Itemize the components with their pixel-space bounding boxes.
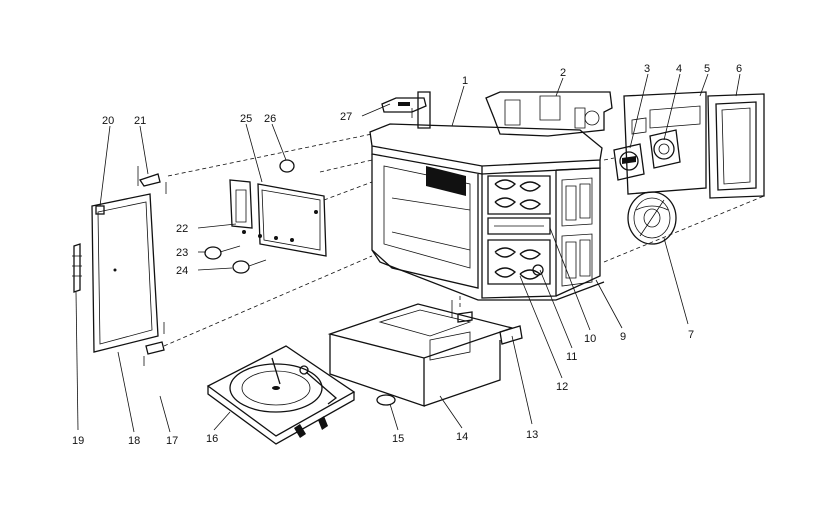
callout-14: 14 xyxy=(456,431,468,443)
callout-20: 20 xyxy=(102,115,114,127)
callout-labels: 1 2 3 4 5 6 7 9 10 11 12 13 14 15 16 17 … xyxy=(72,63,742,447)
part-main-cabinet xyxy=(369,123,605,301)
callout-26: 26 xyxy=(264,113,276,125)
callout-4: 4 xyxy=(676,63,682,75)
callout-6: 6 xyxy=(736,63,742,75)
callout-15: 15 xyxy=(392,433,404,445)
callout-27: 27 xyxy=(340,111,352,123)
part-top-bracket xyxy=(381,91,431,129)
part-small-speakers xyxy=(613,129,681,181)
part-turntable xyxy=(206,345,356,445)
part-door xyxy=(72,166,167,366)
callout-7: 7 xyxy=(688,329,694,341)
callout-21: 21 xyxy=(134,115,146,127)
callout-11: 11 xyxy=(566,351,577,363)
callout-9: 9 xyxy=(620,331,626,343)
leader-lines xyxy=(75,73,741,433)
callout-24: 24 xyxy=(176,265,188,277)
callout-23: 23 xyxy=(176,247,188,259)
assembly-lines xyxy=(163,133,765,347)
callout-10: 10 xyxy=(584,333,596,345)
part-back-board xyxy=(623,91,707,195)
callout-19: 19 xyxy=(72,435,84,447)
part-chassis-bracket xyxy=(485,91,613,137)
part-drawer xyxy=(327,300,523,407)
callout-3: 3 xyxy=(644,63,650,75)
part-control-panel xyxy=(204,159,327,274)
callout-12: 12 xyxy=(556,381,568,393)
callout-1: 1 xyxy=(462,75,468,87)
callout-13: 13 xyxy=(526,429,538,441)
callout-2: 2 xyxy=(560,67,566,79)
callout-25: 25 xyxy=(240,113,252,125)
callout-16: 16 xyxy=(206,433,218,445)
callout-17: 17 xyxy=(166,435,178,447)
callout-5: 5 xyxy=(704,63,710,75)
part-large-speaker xyxy=(627,191,677,245)
callout-18: 18 xyxy=(128,435,140,447)
part-back-frame xyxy=(707,93,765,199)
callout-22: 22 xyxy=(176,223,188,235)
